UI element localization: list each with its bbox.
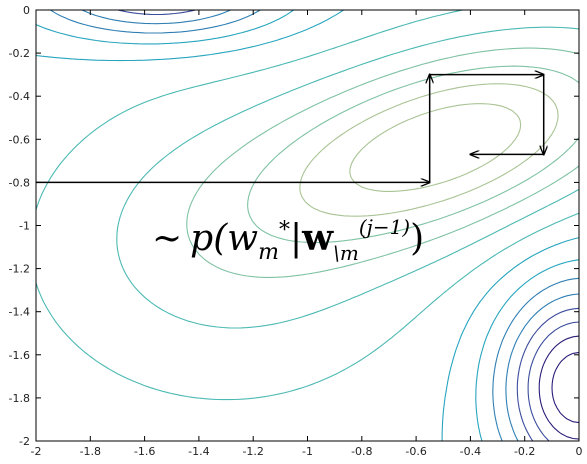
contour-line: [551, 351, 580, 424]
annotation-bold-w: w: [301, 217, 334, 259]
contour-line: [186, 47, 580, 278]
contour-line: [299, 83, 559, 217]
annotation-backslash-m: \m: [333, 241, 359, 265]
x-tick-label: -2: [31, 445, 42, 458]
contour-line: [527, 321, 580, 442]
x-tick-label: -1: [302, 445, 313, 458]
annotation-star: *: [279, 218, 290, 243]
y-tick-label: -1.4: [9, 306, 30, 319]
annotation-p: p(: [190, 218, 228, 259]
annotation-tilde: ~: [152, 218, 182, 259]
y-tick-label: 0: [23, 4, 30, 17]
contour-line: [117, 9, 580, 442]
x-tick-label: -0.8: [351, 445, 372, 458]
contour-line: [50, 9, 580, 442]
annotation-bar: |: [290, 218, 302, 259]
y-tick-label: -0.4: [9, 90, 30, 103]
conditional-annotation: ~p(wm*|w\m(j−1)): [152, 215, 424, 265]
y-tick-label: -0.8: [9, 176, 30, 189]
contour-line: [349, 103, 522, 192]
x-tick-label: 0: [576, 445, 583, 458]
contour-line: [35, 9, 580, 442]
x-tick-label: -1.2: [242, 445, 263, 458]
x-tick-label: -0.6: [405, 445, 426, 458]
contour-line: [81, 9, 580, 442]
x-tick-label: -1.6: [134, 445, 155, 458]
annotation-w: w: [227, 218, 258, 259]
y-tick-label: -1.2: [9, 263, 30, 276]
annotation-m-subscript: m: [258, 240, 279, 265]
contour-lines: [35, 9, 580, 442]
x-tick-label: -1.4: [188, 445, 209, 458]
y-tick-label: -2: [19, 435, 30, 448]
x-tick-label: -0.2: [514, 445, 535, 458]
x-axis-ticks: -2 -1.8 -1.6 -1.4 -1.2 -1 -0.8 -0.6 -0.4 -0.2 0: [31, 10, 583, 458]
contour-line: [116, 26, 580, 329]
y-tick-label: -1.6: [9, 349, 30, 362]
y-tick-label: -0.2: [9, 47, 30, 60]
sampling-path: [36, 75, 544, 183]
y-axis-ticks: 0 -0.2 -0.4 -0.6 -0.8 -1 -1.2 -1.4 -1.6 -1.8 -2: [9, 4, 579, 448]
x-tick-label: -0.4: [460, 445, 481, 458]
contour-line: [35, 9, 580, 441]
contour-line: [538, 335, 580, 440]
x-tick-label: -1.8: [80, 445, 101, 458]
annotation-close: ): [410, 218, 424, 259]
contour-line: [35, 9, 580, 401]
annotation-superscript: (j−1): [359, 215, 410, 239]
y-tick-label: -1.8: [9, 392, 30, 405]
contour-line: [247, 65, 580, 244]
y-tick-label: -0.6: [9, 133, 30, 146]
y-tick-label: -1: [19, 220, 30, 233]
